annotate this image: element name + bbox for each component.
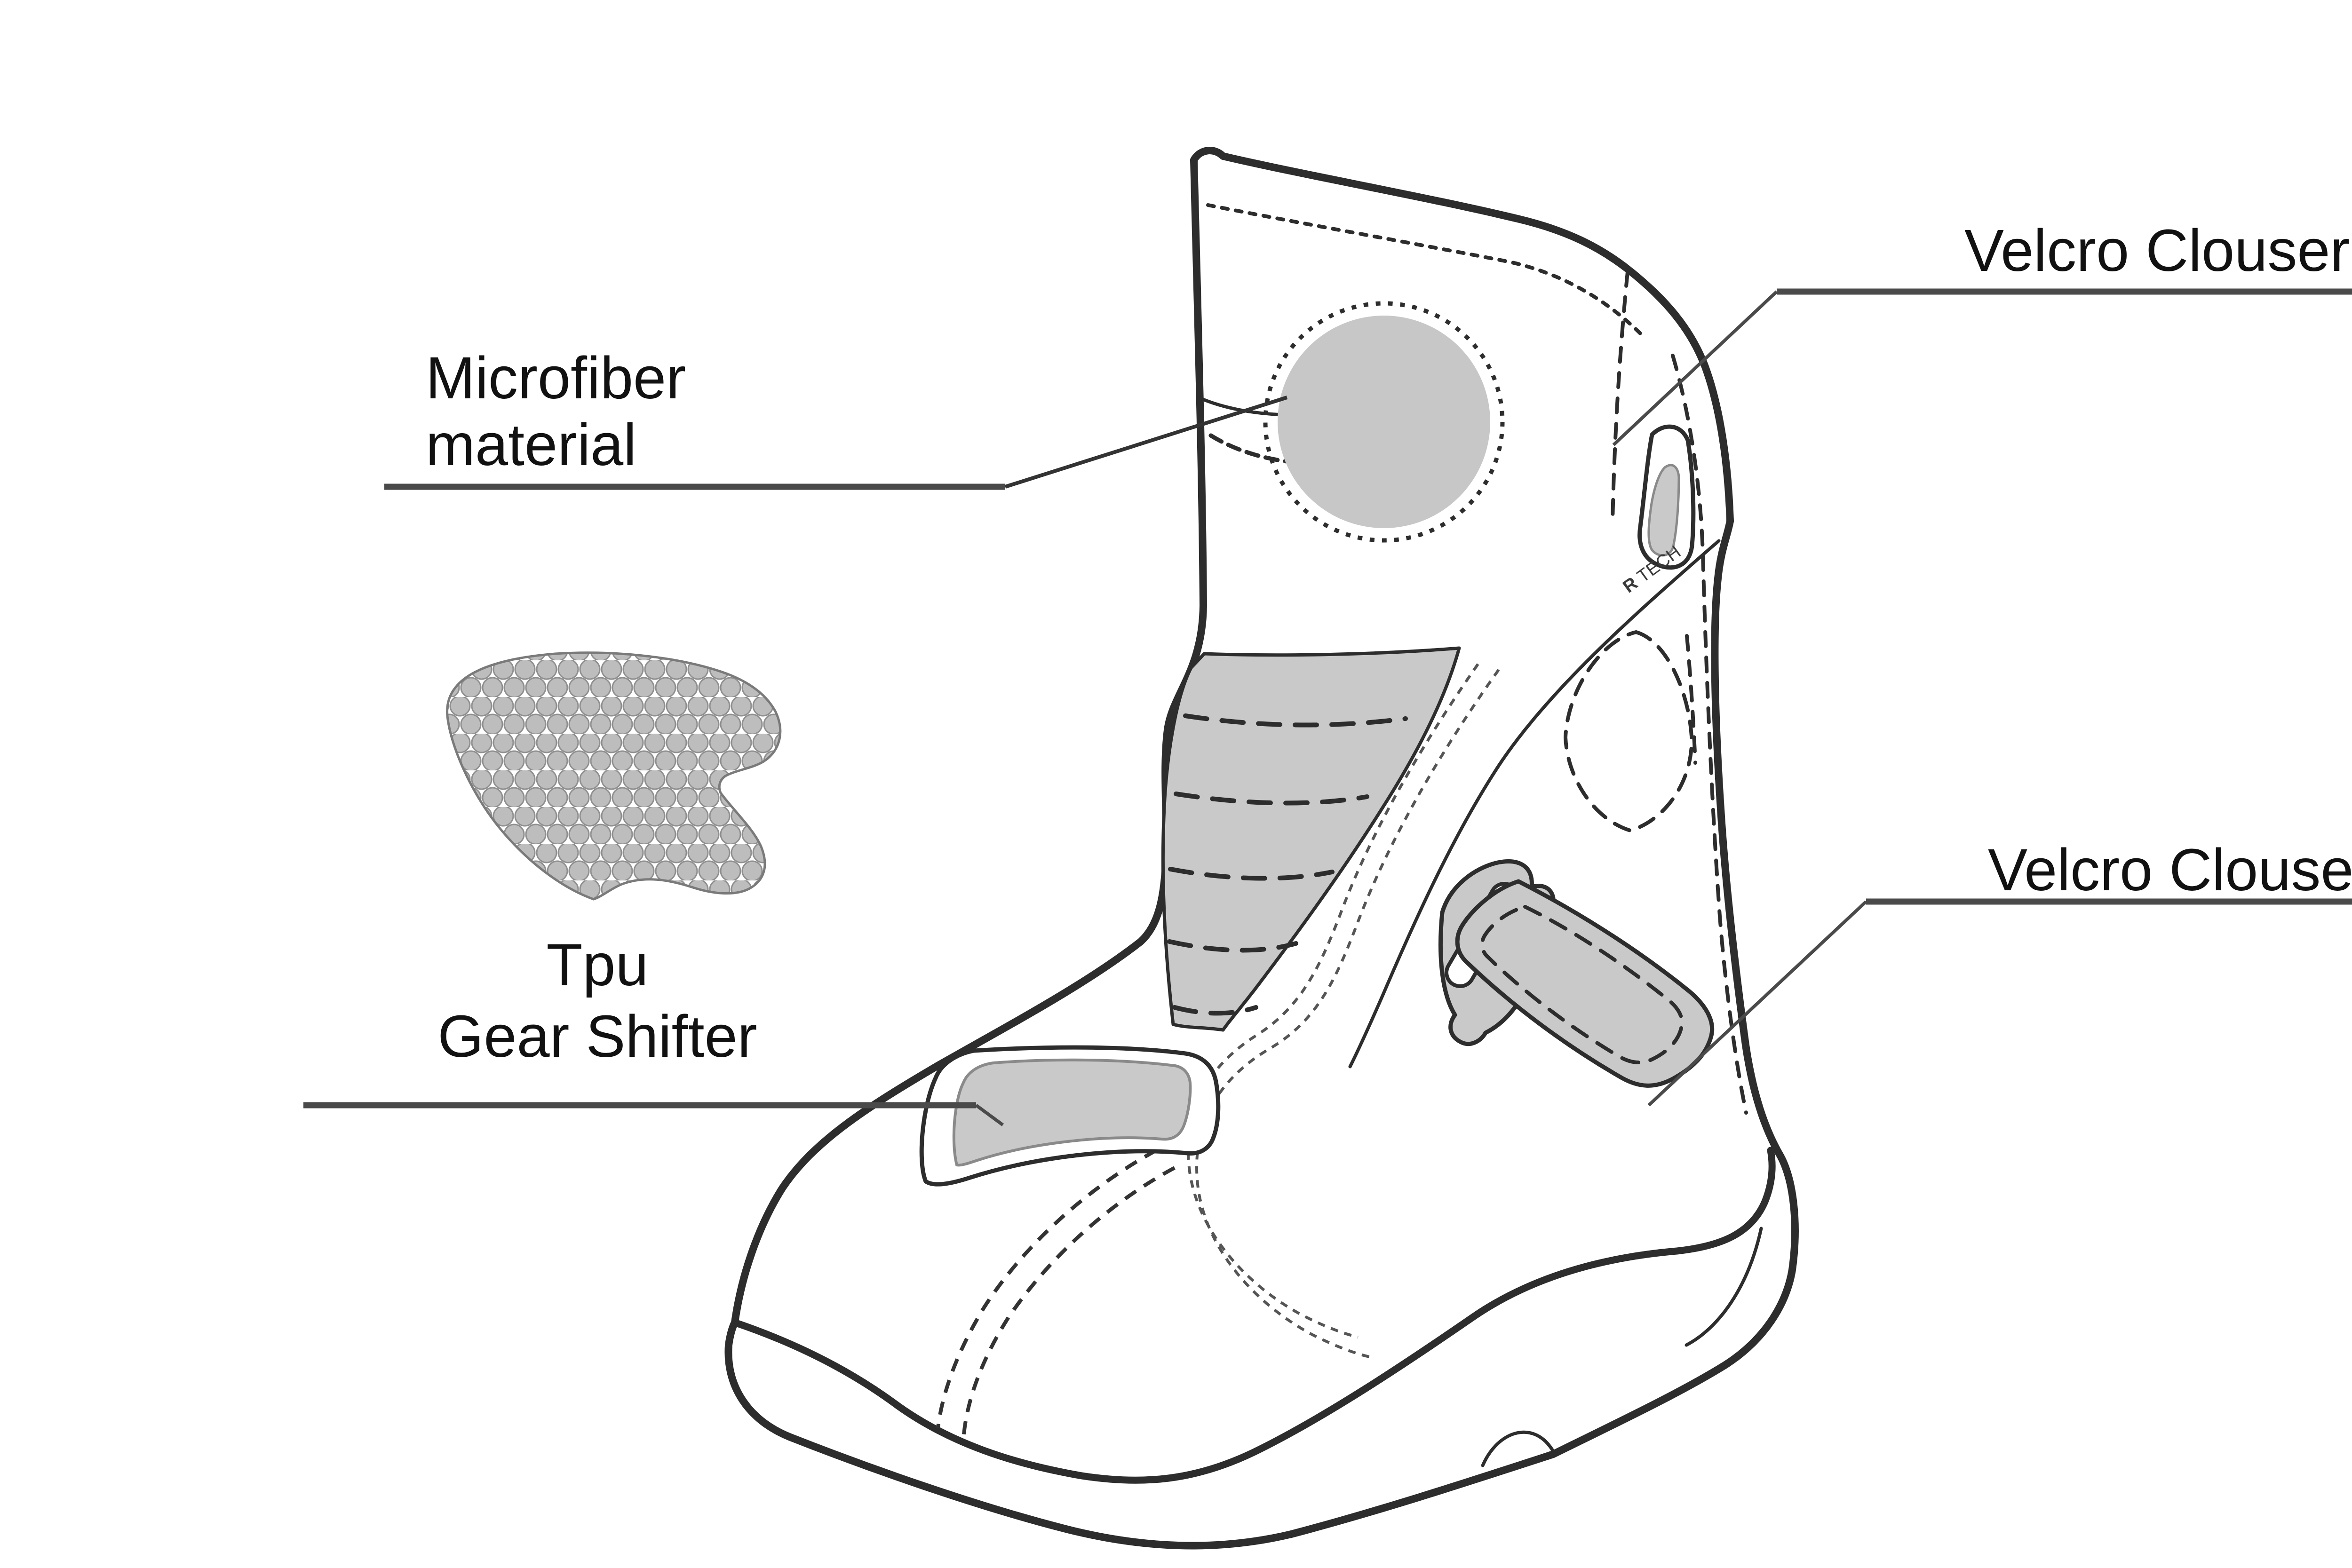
gear-shifter-pad	[919, 1045, 1221, 1187]
microfiber-circle-pad	[1263, 301, 1505, 543]
back-panel-dashed-patch	[1564, 630, 1694, 832]
accordion-flex-panel	[1161, 646, 1461, 1032]
label-line: material	[426, 412, 637, 478]
label-line: Velcro Clouser	[1988, 837, 2352, 903]
sole-welt-line	[731, 1147, 1776, 1484]
accordion-rib	[1167, 939, 1298, 953]
microfiber-leader-diagonal	[1004, 396, 1288, 489]
label-line: Microfiber	[426, 345, 686, 411]
circle-pad-dotted-border	[1263, 301, 1505, 543]
label-line: Gear Shifter	[437, 1003, 757, 1069]
back-edge-short-dash	[1685, 634, 1697, 765]
accordion-rib	[1172, 1005, 1258, 1016]
label-line: Velcro Clouser	[1964, 217, 2350, 284]
label-line: Tpu	[546, 932, 649, 998]
strap-band	[1455, 879, 1715, 1088]
band-stitch-dotted-inner	[1186, 663, 1479, 1338]
heel-cup-seam	[1685, 1227, 1763, 1347]
honeycomb-blob	[446, 651, 782, 901]
accordion-rib	[1168, 867, 1335, 881]
shaft-seams	[936, 539, 1721, 1435]
back-edge-dashed-seam	[1671, 354, 1748, 1115]
label-microfiber-material: Microfiber material	[426, 345, 686, 478]
toe-seam-dashed-outer	[936, 1148, 1157, 1428]
label-velcro-clouser-right: Velcro Clouser	[1988, 837, 2352, 903]
label-tpu-gear-shifter: Tpu Gear Shifter	[362, 929, 833, 1072]
vent-slot	[1647, 464, 1680, 557]
circle-pad-fill	[1278, 316, 1490, 528]
tpu-honeycomb-swatch	[446, 651, 782, 901]
heel-breast-notch	[1481, 1430, 1555, 1467]
accordion-panel-fill	[1161, 646, 1461, 1032]
strap-stitch-dashed	[1480, 905, 1684, 1065]
band-stitch-dotted-outer	[1195, 669, 1500, 1359]
label-velcro-clouser-top: Velcro Clouser	[1964, 217, 2350, 284]
leader-lines	[303, 288, 2352, 1126]
toe-seam-dashed-inner	[962, 1166, 1176, 1435]
shoulder-dashed-seam	[1611, 270, 1629, 525]
tpu-leader-diagonal	[975, 1104, 1004, 1126]
shifter-pad-gray	[952, 1058, 1192, 1167]
accordion-ribs	[1167, 713, 1408, 1016]
velcro-top-leader-diagonal	[1612, 290, 1778, 446]
collar-top-dotted-seam	[1206, 203, 1645, 338]
velcro-strap-assembly	[1438, 859, 1715, 1088]
rtech-seam-line	[1348, 539, 1721, 1069]
accordion-rib	[1183, 713, 1408, 728]
velcro-right-leader-diagonal	[1647, 900, 1867, 1107]
